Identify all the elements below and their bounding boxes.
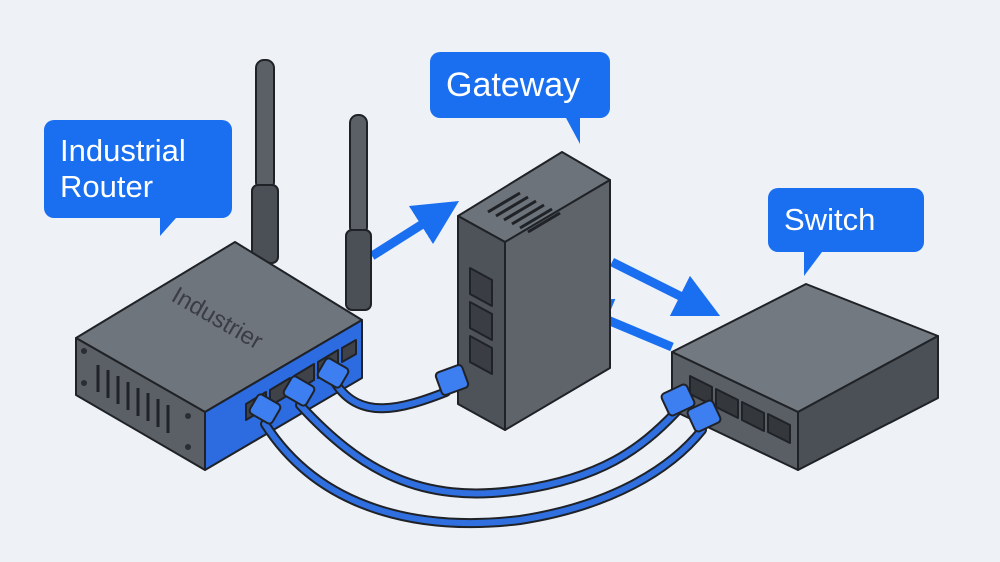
router-label-line-1: Industrial: [60, 133, 186, 168]
switch-callout: Switch: [768, 188, 924, 252]
switch-side-face: [797, 335, 939, 471]
rj45-plug-router-3: [316, 357, 350, 389]
arrow-gateway-to-switch: [609, 257, 721, 317]
rj45-plug-router-2: [282, 375, 316, 407]
arrow-router-to-gateway: [369, 200, 460, 260]
cable-router-to-switch-1-fill: [297, 402, 679, 497]
router-label-line-2: Router: [60, 169, 154, 204]
gateway-callout: Gateway: [430, 52, 610, 118]
cable-router-to-gateway-fill: [333, 381, 449, 412]
gateway-label: Gateway: [446, 66, 581, 104]
industrial-router-icon: [75, 59, 372, 471]
gateway-vents: [487, 191, 561, 234]
router-antenna-left: [251, 59, 279, 264]
switch-label: Switch: [784, 202, 876, 237]
switch-icon: [671, 283, 939, 471]
gateway-icon: [457, 151, 611, 431]
rj45-plug-gateway: [434, 364, 470, 396]
rj45-plug-switch-2: [686, 399, 722, 433]
router-vents: [96, 365, 170, 433]
rj45-connectors: [248, 357, 722, 433]
rj45-plug-router-1: [248, 393, 282, 425]
cable-router-to-switch-2-fill: [262, 421, 705, 527]
switch-callout-tail: [804, 252, 822, 276]
router-antenna-right: [345, 114, 372, 311]
gateway-callout-tail: [566, 118, 580, 144]
router-callout-tail: [160, 218, 198, 236]
gateway-ports: [469, 267, 493, 375]
rj45-plug-switch-1: [660, 383, 696, 417]
network-cables: [260, 379, 707, 529]
router-callout: Industrial Router: [44, 120, 232, 218]
